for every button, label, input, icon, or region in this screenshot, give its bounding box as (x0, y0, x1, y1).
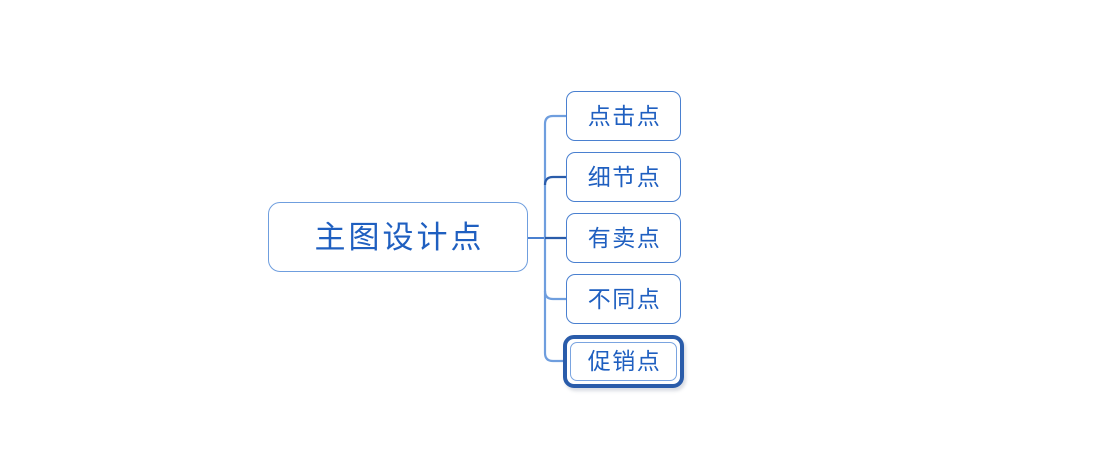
mindmap-node-2[interactable]: 细节点 (566, 152, 681, 202)
mindmap-root-node[interactable]: 主图设计点 (268, 202, 528, 272)
connector-branch-4 (543, 290, 566, 301)
connector-branch-1 (543, 114, 566, 125)
mindmap-node-2-label: 细节点 (587, 164, 662, 190)
mindmap-node-5-selected[interactable]: 促销点 (563, 335, 684, 388)
mindmap-node-3-label: 有卖点 (587, 225, 662, 251)
mindmap-node-3[interactable]: 有卖点 (566, 213, 681, 263)
mindmap-node-1[interactable]: 点击点 (566, 91, 681, 141)
mindmap-node-5-label: 促销点 (587, 349, 662, 374)
mindmap-root-label: 主图设计点 (314, 219, 485, 255)
connector-branch-2 (543, 175, 566, 186)
mindmap-node-4-label: 不同点 (587, 286, 662, 312)
mindmap-node-5-inner-frame: 促销点 (570, 342, 677, 381)
mindmap-node-4[interactable]: 不同点 (566, 274, 681, 324)
mindmap-node-1-label: 点击点 (587, 103, 662, 129)
